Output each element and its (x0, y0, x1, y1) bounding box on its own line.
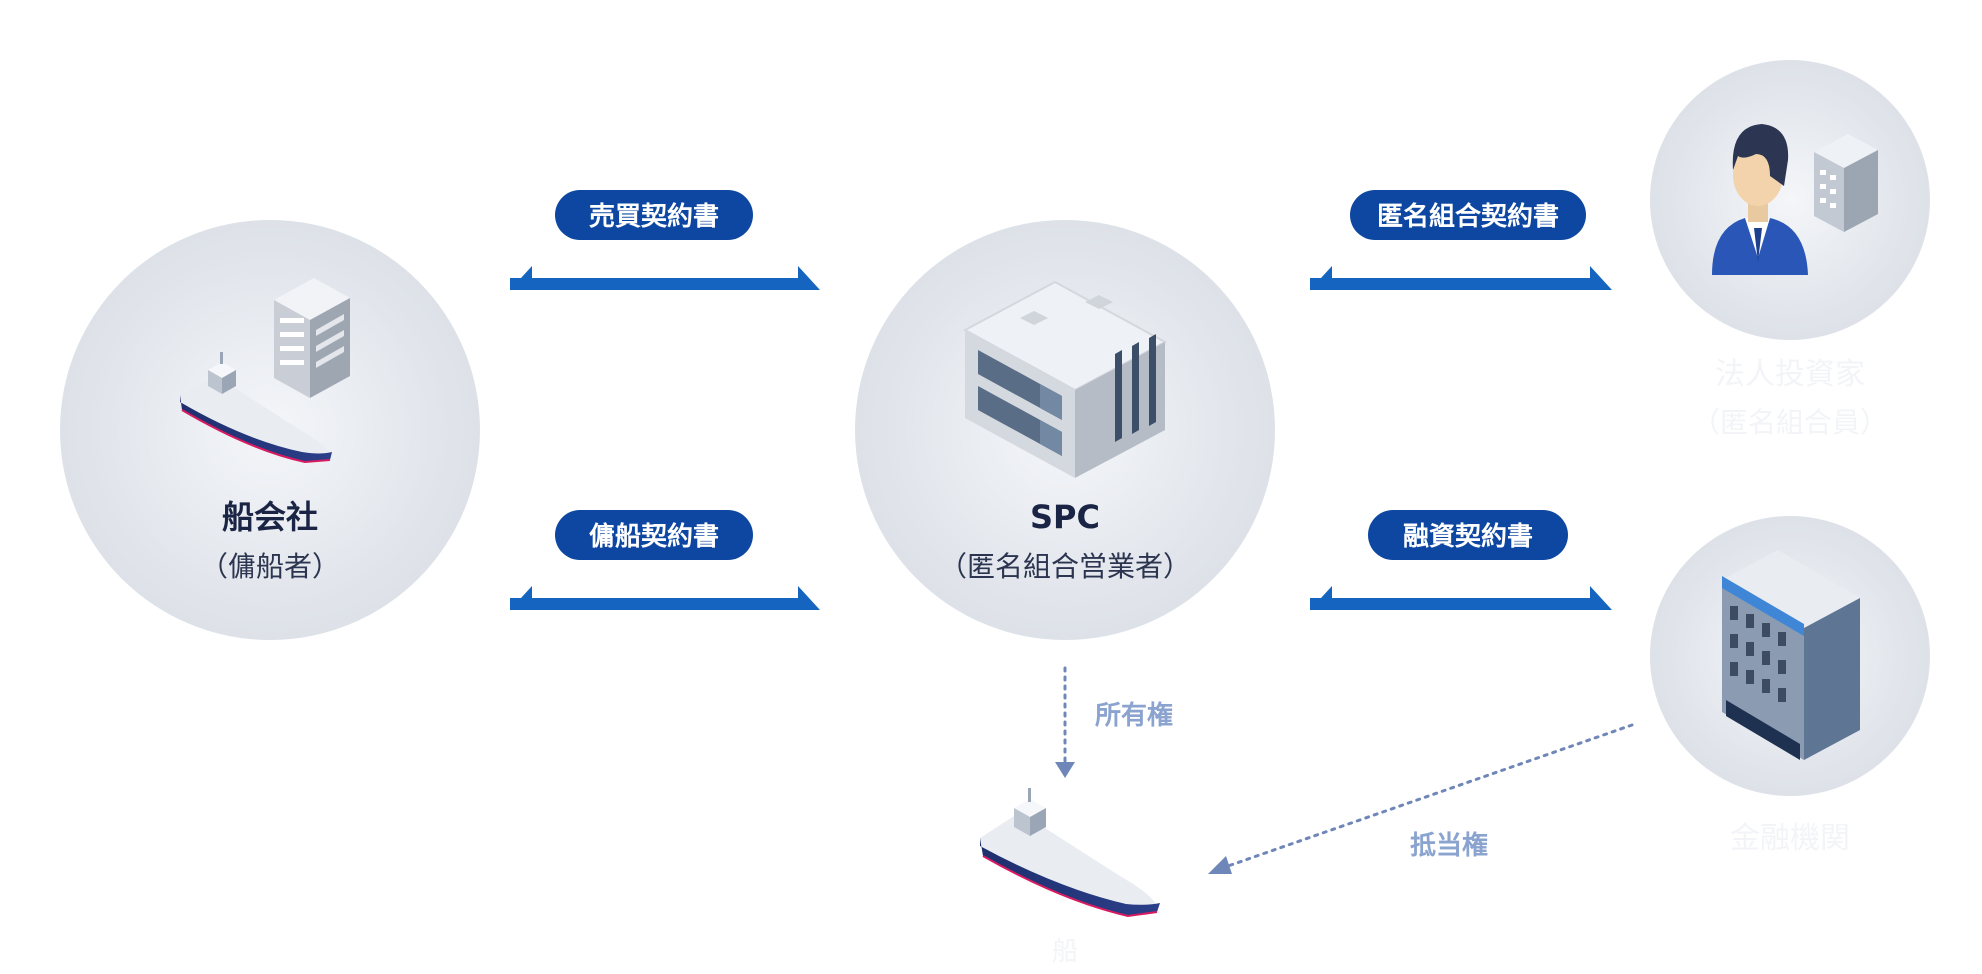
sale-contract-label: 売買契約書 (589, 201, 719, 232)
charter-contract-pill: 傭船契約書 (555, 510, 753, 560)
shipping-company-name: 船会社 (222, 498, 318, 536)
investor-circle (1650, 60, 1930, 340)
vessel-icon (980, 788, 1160, 918)
investor-role: （匿名組合員） (1692, 406, 1888, 439)
investor-icon (1712, 124, 1878, 275)
shipping-company-icon (180, 278, 350, 464)
bank-name: 金融機関 (1730, 821, 1850, 856)
sale-contract-arrow (510, 266, 820, 290)
ownership-label: 所有権 (1095, 700, 1173, 731)
loan-contract-arrow (1310, 586, 1612, 610)
ownership-arrow (1055, 666, 1075, 778)
loan-contract-pill: 融資契約書 (1368, 510, 1568, 560)
spc-role: （匿名組合営業者） (939, 550, 1191, 583)
loan-contract-label: 融資契約書 (1403, 521, 1533, 552)
investor-name: 法人投資家 (1715, 357, 1865, 392)
tk-contract-pill: 匿名組合契約書 (1350, 190, 1586, 240)
spc-building-icon (962, 280, 1168, 478)
vessel-name: 船 (1052, 937, 1078, 967)
bank-building-icon (1722, 550, 1860, 760)
mortgage-label: 抵当権 (1410, 830, 1488, 861)
tk-contract-label: 匿名組合契約書 (1377, 201, 1559, 232)
tk-contract-arrow (1310, 266, 1612, 290)
charter-contract-arrow (510, 586, 820, 610)
spc-name: SPC (1030, 498, 1100, 536)
sale-contract-pill: 売買契約書 (555, 190, 753, 240)
charter-contract-label: 傭船契約書 (589, 521, 719, 552)
mortgage-arrow (1208, 723, 1634, 874)
shipping-company-role: （傭船者） (200, 550, 340, 583)
